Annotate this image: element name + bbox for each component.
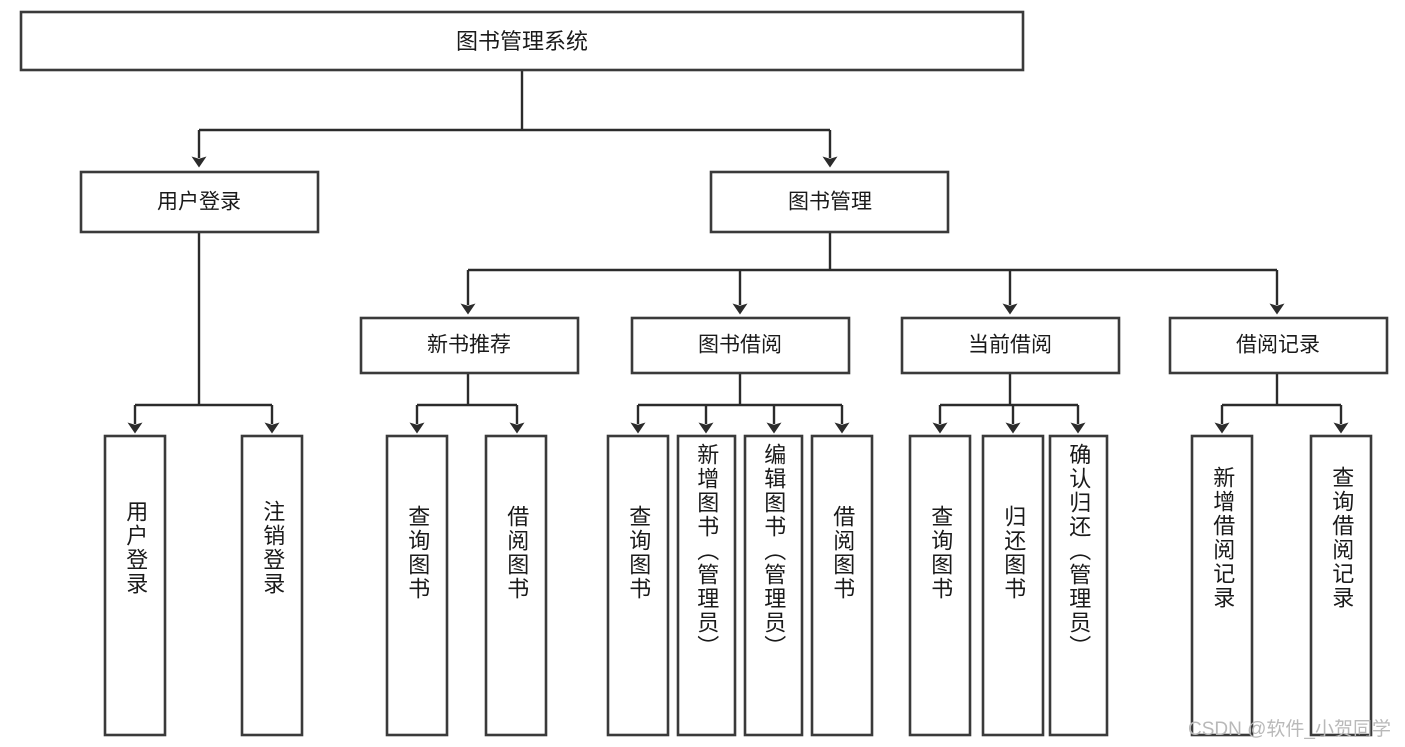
node-borrow-records-box[interactable] [1168,316,1389,375]
leaf-box-return-book[interactable] [981,434,1045,737]
node-root-box[interactable] [19,10,1025,72]
node-current-borrow-label: 当前借阅 [968,334,1052,357]
leaf-box-query-book-1[interactable] [385,434,449,737]
node-current-borrow-box[interactable] [900,316,1121,375]
connector-group-root [191,70,838,168]
node-borrow-records[interactable]: 借阅记录 [1168,316,1389,375]
leaf-box-confirm-return[interactable] [1048,434,1109,737]
node-current-borrow[interactable]: 当前借阅 [900,316,1121,375]
node-book-management[interactable]: 图书管理 [709,170,950,234]
leaf-box-logout-login[interactable] [240,434,304,737]
connector-group-borrow-records [1214,373,1349,434]
node-user-login-label: 用户登录 [157,191,241,214]
node-new-book-recommend-label: 新书推荐 [427,334,511,357]
connector-group-current-borrow [932,373,1086,434]
connector-group-book-management [460,232,1285,315]
leaf-box-query-book-2[interactable] [606,434,670,737]
leaf-box-borrow-book-1[interactable] [484,434,548,737]
node-user-login-box[interactable] [79,170,320,234]
connector-group-new-book [409,373,525,434]
node-book-borrow[interactable]: 图书借阅 [630,316,851,375]
node-root-label: 图书管理系统 [456,29,588,54]
node-book-borrow-label: 图书借阅 [698,334,782,357]
node-new-book-recommend-box[interactable] [359,316,580,375]
node-new-book-recommend[interactable]: 新书推荐 [359,316,580,375]
node-user-login[interactable]: 用户登录 [79,170,320,234]
leaf-box-group [103,434,1373,737]
node-book-borrow-box[interactable] [630,316,851,375]
leaf-box-borrow-book-2[interactable] [810,434,874,737]
leaf-box-query-record[interactable] [1309,434,1373,737]
leaf-box-add-record[interactable] [1190,434,1254,737]
connector-group-user-login [127,232,280,434]
node-borrow-records-label: 借阅记录 [1236,334,1320,357]
leaf-box-edit-book[interactable] [743,434,804,737]
leaf-box-user-login[interactable] [103,434,167,737]
node-book-management-label: 图书管理 [788,191,872,214]
node-book-management-box[interactable] [709,170,950,234]
watermark-text: CSDN @软件_小贺同学 [1188,719,1391,740]
leaf-box-add-book[interactable] [676,434,737,737]
leaf-box-query-book-3[interactable] [908,434,972,737]
node-root[interactable]: 图书管理系统 [19,10,1025,72]
connector-group-book-borrow [630,373,850,434]
